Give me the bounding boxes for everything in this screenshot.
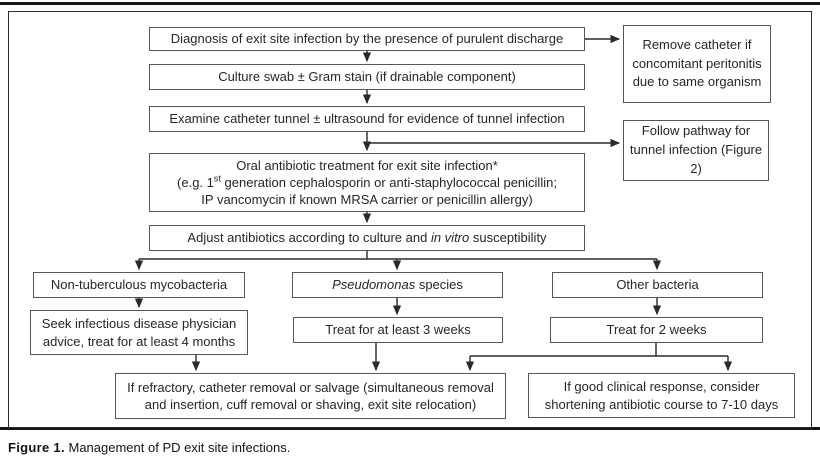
oral-line1: Oral antibiotic treatment for exit site …: [236, 157, 498, 173]
node-culture-swab-label: Culture swab ± Gram stain (if drainable …: [218, 69, 516, 85]
node-treat-2-weeks-label: Treat for 2 weeks: [606, 322, 707, 338]
node-remove-catheter: Remove catheter if concomitant peritonit…: [623, 25, 771, 103]
superscript-st: st: [213, 173, 221, 184]
node-culture-swab: Culture swab ± Gram stain (if drainable …: [149, 64, 585, 90]
oral-line3: IP vancomycin if known MRSA carrier or p…: [201, 192, 533, 208]
page-rule-bottom: [0, 427, 820, 430]
node-examine-tunnel-label: Examine catheter tunnel ± ultrasound for…: [169, 111, 565, 127]
node-other-bacteria: Other bacteria: [552, 272, 763, 298]
node-oral-antibiotic: Oral antibiotic treatment for exit site …: [149, 153, 585, 212]
node-treat-2-weeks: Treat for 2 weeks: [550, 317, 763, 343]
node-follow-pathway-label: Follow pathway for tunnel infection (Fig…: [629, 123, 763, 176]
node-refractory-removal: If refractory, catheter removal or salva…: [115, 373, 506, 419]
node-treat-3-weeks: Treat for at least 3 weeks: [293, 317, 503, 343]
node-seek-advice-label: Seek infectious disease physician advice…: [41, 316, 237, 349]
node-remove-catheter-label: Remove catheter if concomitant peritonit…: [632, 36, 762, 90]
node-good-response-label: If good clinical response, consider shor…: [544, 379, 779, 412]
figure-border: [8, 11, 812, 428]
node-ntm-label: Non-tuberculous mycobacteria: [50, 277, 228, 293]
node-diagnosis: Diagnosis of exit site infection by the …: [149, 27, 585, 51]
node-other-bacteria-label: Other bacteria: [616, 277, 699, 293]
page-rule-top: [0, 2, 820, 5]
pseudomonas-italic: Pseudomonas: [332, 277, 416, 293]
node-examine-tunnel: Examine catheter tunnel ± ultrasound for…: [149, 106, 585, 132]
in-vitro-italic: in vitro: [430, 230, 470, 246]
node-refractory-label: If refractory, catheter removal or salva…: [127, 379, 494, 412]
node-adjust-antibiotics: Adjust antibiotics according to culture …: [149, 225, 585, 251]
node-seek-advice: Seek infectious disease physician advice…: [30, 310, 248, 355]
node-good-response: If good clinical response, consider shor…: [528, 373, 795, 418]
oral-line2: (e.g. 1st generation cephalosporin or an…: [177, 173, 557, 190]
node-follow-pathway: Follow pathway for tunnel infection (Fig…: [623, 120, 769, 181]
node-non-tuberculous-mycobacteria: Non-tuberculous mycobacteria: [33, 272, 245, 298]
node-treat-3-weeks-label: Treat for at least 3 weeks: [325, 322, 471, 338]
node-diagnosis-label: Diagnosis of exit site infection by the …: [170, 31, 564, 47]
node-adjust-label: Adjust antibiotics according to culture …: [187, 230, 547, 246]
figure-caption-label: Figure 1.: [8, 440, 65, 455]
figure-caption-text: Management of PD exit site infections.: [64, 440, 291, 455]
figure-caption: Figure 1. Management of PD exit site inf…: [8, 440, 290, 455]
node-pseudomonas-label: Pseudomonas species: [332, 277, 463, 293]
node-pseudomonas-species: Pseudomonas species: [292, 272, 503, 298]
